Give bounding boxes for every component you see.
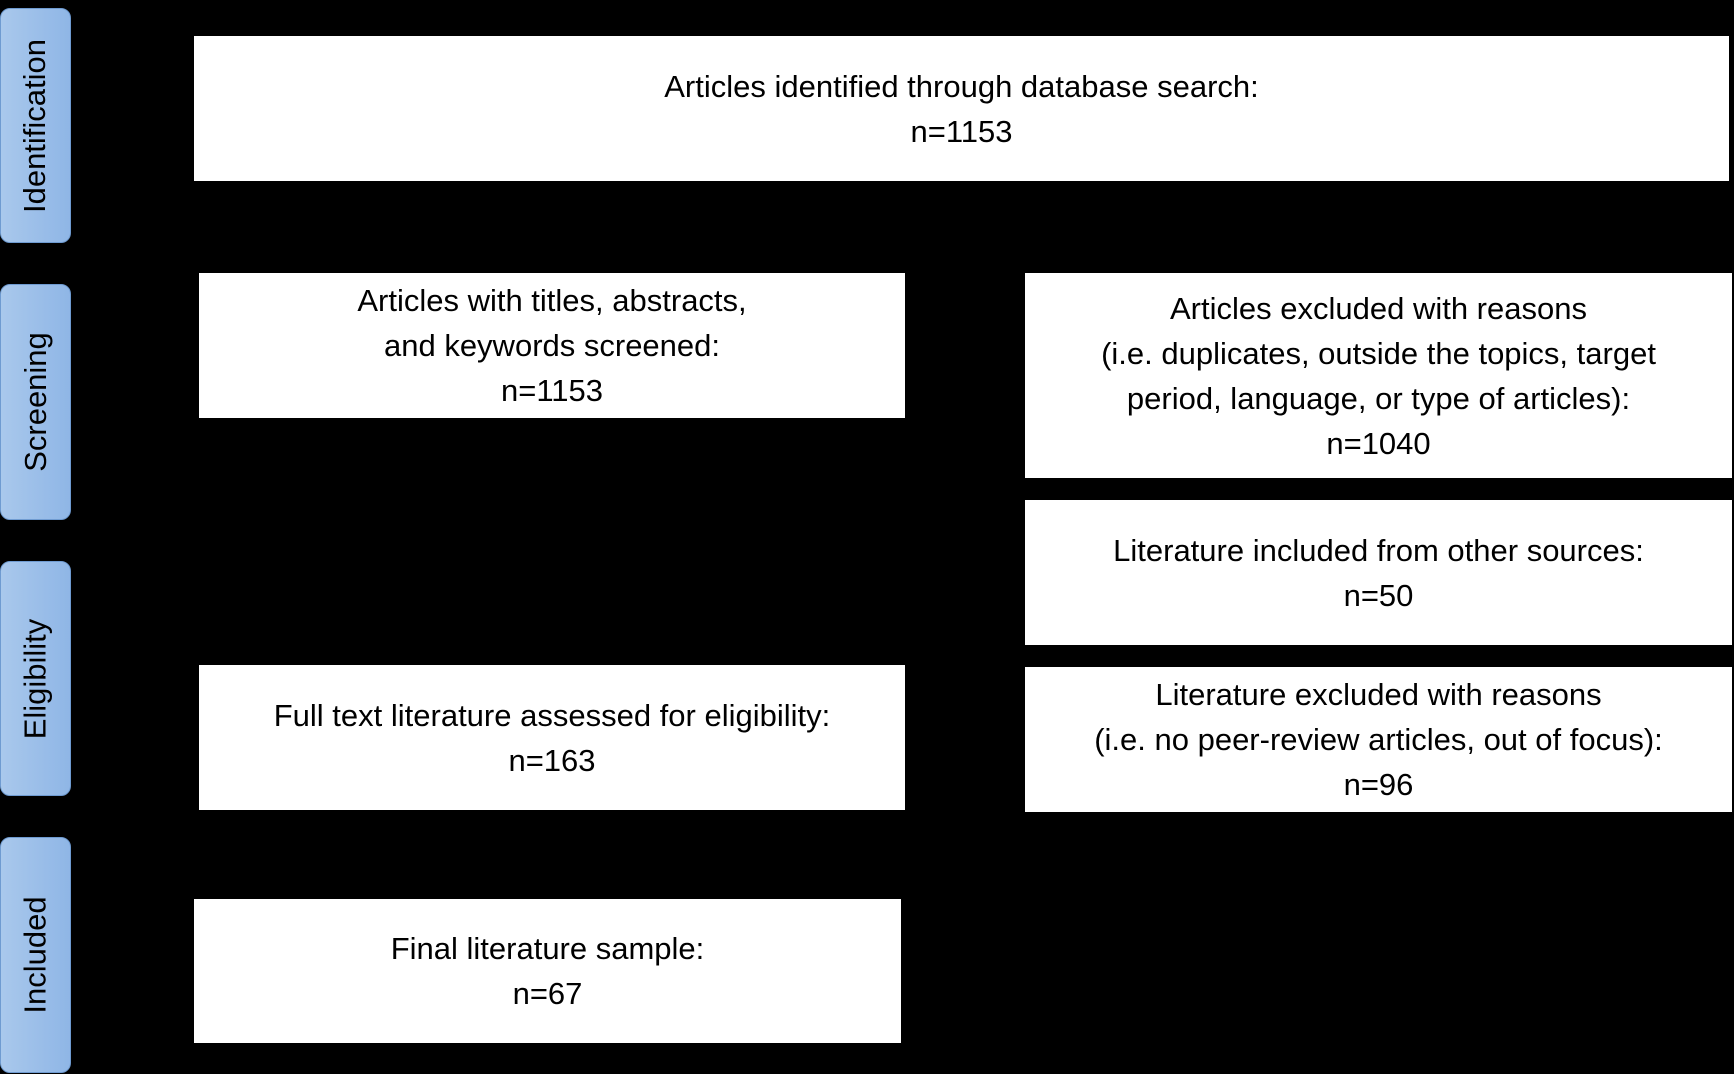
- box-excluded-screening: Articles excluded with reasons (i.e. dup…: [1025, 273, 1732, 478]
- box-text: (i.e. no peer-review articles, out of fo…: [1094, 722, 1663, 757]
- box-text: Articles identified through database sea…: [664, 68, 1259, 104]
- box-count: n=67: [512, 976, 583, 1011]
- box-final: Final literature sample: n=67: [194, 899, 901, 1043]
- box-count: n=1040: [1326, 425, 1431, 461]
- stage-label: Eligibility: [17, 618, 53, 739]
- stage-screening: Screening: [0, 284, 71, 520]
- box-count: n=1153: [910, 113, 1013, 149]
- box-text: period, language, or type of articles):: [1126, 380, 1631, 416]
- box-count: n=96: [1343, 767, 1414, 802]
- box-count: n=1153: [500, 373, 603, 408]
- box-text: (i.e. duplicates, outside the topics, ta…: [1101, 335, 1656, 371]
- stage-label: Included: [17, 896, 53, 1014]
- box-text: Articles with titles, abstracts,: [357, 283, 747, 318]
- box-count: n=163: [508, 742, 596, 778]
- box-text: Final literature sample:: [390, 931, 705, 966]
- box-screened: Articles with titles, abstracts, and key…: [199, 273, 905, 418]
- box-count: n=50: [1343, 577, 1414, 613]
- box-excluded-eligibility: Literature excluded with reasons (i.e. n…: [1025, 667, 1732, 812]
- box-text: and keywords screened:: [383, 328, 721, 363]
- stage-label: Identification: [17, 38, 53, 213]
- stage-label: Screening: [17, 332, 53, 472]
- stage-identification: Identification: [0, 8, 71, 243]
- box-text: Literature included from other sources:: [1113, 532, 1644, 568]
- box-identified: Articles identified through database sea…: [194, 36, 1729, 181]
- box-full-text: Full text literature assessed for eligib…: [199, 665, 905, 810]
- box-text: Full text literature assessed for eligib…: [273, 697, 831, 733]
- stage-eligibility: Eligibility: [0, 561, 71, 796]
- box-text: Articles excluded with reasons: [1170, 290, 1587, 326]
- stage-included: Included: [0, 837, 71, 1073]
- box-text: Literature excluded with reasons: [1155, 677, 1602, 712]
- box-other-sources: Literature included from other sources: …: [1025, 500, 1732, 645]
